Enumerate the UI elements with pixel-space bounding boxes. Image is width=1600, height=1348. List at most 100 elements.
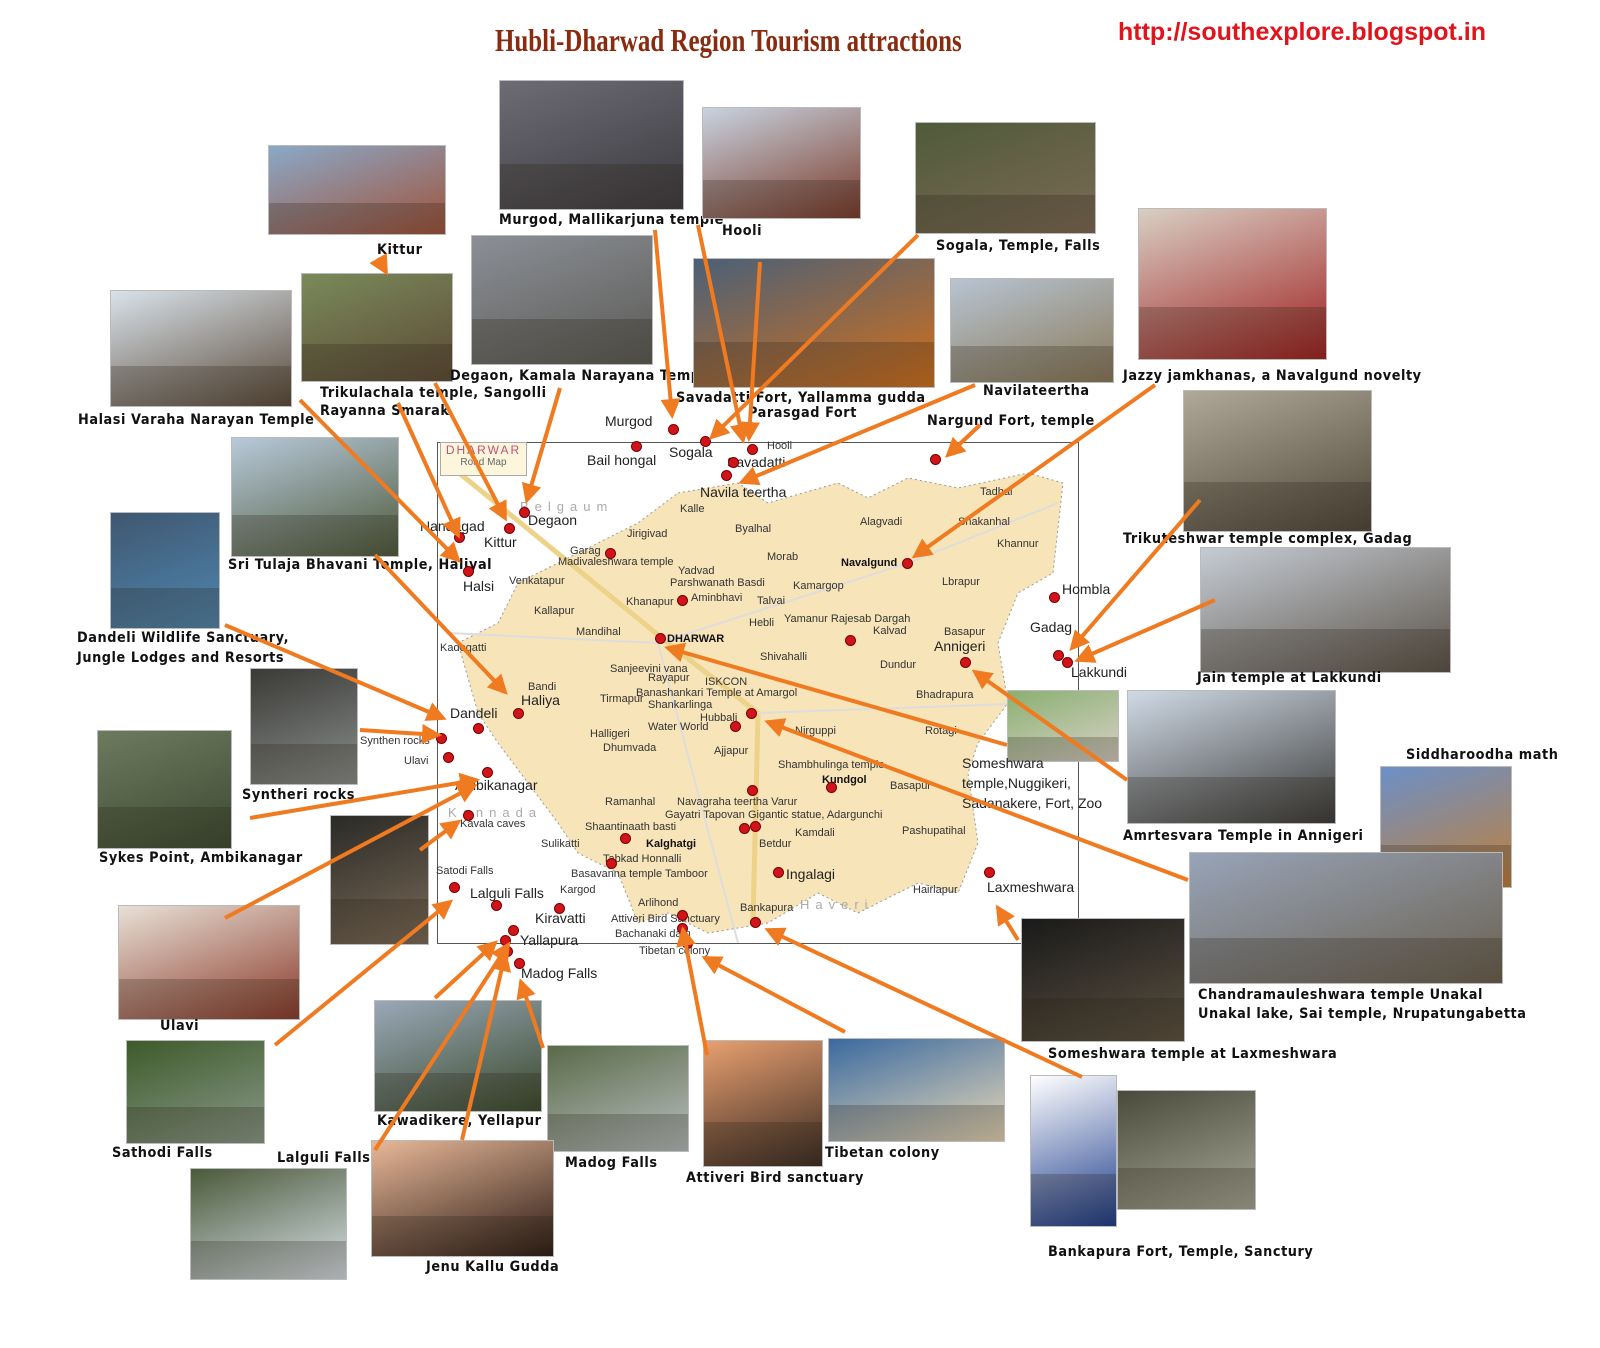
- map-location-marker[interactable]: [631, 441, 642, 452]
- map-place-label: Kalvad: [873, 625, 907, 637]
- map-place-label: Madivaleshwara temple: [558, 556, 674, 568]
- map-location-marker[interactable]: [773, 867, 784, 878]
- map-location-marker[interactable]: [1049, 592, 1060, 603]
- map-location-marker[interactable]: [1053, 650, 1064, 661]
- map-place-label: Hairlapur: [913, 884, 958, 896]
- map-location-marker[interactable]: [721, 470, 732, 481]
- attraction-caption: Siddharoodha math: [1406, 747, 1559, 763]
- map-location-marker[interactable]: [750, 821, 761, 832]
- map-location-marker[interactable]: [491, 900, 502, 911]
- map-place-label: Hebli: [749, 617, 775, 629]
- pointer-arrow: [224, 623, 447, 721]
- map-place-label: Pashupatihal: [902, 825, 966, 837]
- attraction-caption: Syntheri rocks: [242, 787, 355, 803]
- map-location-marker[interactable]: [930, 454, 941, 465]
- map-location-marker[interactable]: [463, 566, 474, 577]
- map-location-marker[interactable]: [443, 752, 454, 763]
- map-location-marker[interactable]: [513, 708, 524, 719]
- map-place-label: Ulavi: [404, 755, 429, 767]
- attraction-photo: [1189, 852, 1503, 984]
- attraction-photo: [301, 273, 453, 382]
- map-place-label: Dandeli: [450, 705, 498, 721]
- attraction-caption: Madog Falls: [565, 1155, 658, 1171]
- map-location-marker[interactable]: [747, 785, 758, 796]
- map-location-marker[interactable]: [750, 917, 761, 928]
- map-place-label: Yadvad: [678, 565, 715, 577]
- map-location-marker[interactable]: [902, 558, 913, 569]
- attraction-photo: [1183, 390, 1372, 532]
- attraction-caption: Someshwara temple at Laxmeshwara: [1048, 1046, 1338, 1062]
- attraction-caption-line2: Parasgad Fort: [748, 405, 857, 421]
- map-place-label: Sanjeevini vana: [610, 663, 688, 675]
- map-location-marker[interactable]: [519, 507, 530, 518]
- map-place-label: Gadag: [1030, 619, 1073, 635]
- map-location-marker[interactable]: [463, 810, 474, 821]
- attraction-photo: [371, 1140, 554, 1257]
- map-location-marker[interactable]: [449, 882, 460, 893]
- map-place-label: Betdur: [759, 838, 792, 850]
- attraction-photo: [190, 1168, 347, 1280]
- map-location-marker[interactable]: [728, 457, 739, 468]
- attraction-caption: Jazzy jamkhanas, a Navalgund novelty: [1123, 368, 1422, 384]
- map-location-marker[interactable]: [677, 595, 688, 606]
- map-legend-box: DHARWAR Road Map: [440, 442, 527, 476]
- map-location-marker[interactable]: [504, 523, 515, 534]
- map-location-marker[interactable]: [730, 721, 741, 732]
- map-place-label: Basapur: [944, 626, 985, 638]
- attraction-photo: [1200, 547, 1451, 673]
- attraction-photo: [110, 512, 220, 629]
- map-location-marker[interactable]: [668, 424, 679, 435]
- attraction-photo: [547, 1045, 689, 1152]
- map-location-marker[interactable]: [508, 925, 519, 936]
- map-location-marker[interactable]: [620, 833, 631, 844]
- map-location-marker[interactable]: [655, 633, 666, 644]
- attraction-caption: Savadatti Fort, Yallamma gudda: [676, 390, 926, 406]
- map-location-marker[interactable]: [605, 548, 616, 559]
- map-location-marker[interactable]: [606, 858, 617, 869]
- pointer-arrow: [1069, 498, 1202, 652]
- map-place-label: Banashankari Temple at Amargol: [636, 687, 798, 699]
- map-place-label: Tadhal: [980, 486, 1013, 498]
- attraction-caption: Tibetan colony: [825, 1145, 940, 1161]
- pointer-arrow: [418, 819, 462, 852]
- map-place-label: Bhadrapura: [916, 689, 974, 701]
- map-location-marker[interactable]: [554, 903, 565, 914]
- map-location-marker[interactable]: [747, 444, 758, 455]
- attraction-caption: Jenu Kallu Gudda: [426, 1259, 560, 1275]
- attraction-caption: Hooli: [722, 223, 763, 239]
- attraction-caption: Sogala, Temple, Falls: [936, 238, 1101, 254]
- map-place-label: Degaon: [528, 512, 578, 528]
- attraction-photo: [250, 668, 358, 785]
- pointer-arrow: [696, 224, 750, 444]
- map-location-marker[interactable]: [960, 657, 971, 668]
- map-location-marker[interactable]: [514, 958, 525, 969]
- map-place-label: Parshwanath Basdi: [670, 577, 765, 589]
- map-place-label: Tabkad Honnalli: [603, 853, 682, 865]
- pointer-arrow: [764, 927, 1083, 1079]
- pointer-arrow: [359, 723, 442, 744]
- blog-url-link[interactable]: http://southexplore.blogspot.in: [1118, 18, 1487, 46]
- attraction-photo: [1117, 1090, 1256, 1210]
- map-location-marker[interactable]: [482, 767, 493, 778]
- map-location-marker[interactable]: [826, 782, 837, 793]
- pointer-arrow: [676, 926, 709, 1056]
- map-location-marker[interactable]: [739, 823, 750, 834]
- map-place-label: Bankapura: [740, 902, 794, 914]
- attraction-caption-line2: Jungle Lodges and Resorts: [77, 650, 285, 666]
- map-location-marker[interactable]: [845, 635, 856, 646]
- map-place-label: Annigeri: [934, 638, 986, 654]
- pointer-arrow: [521, 387, 562, 504]
- attraction-photo: [268, 145, 446, 235]
- map-place-label: Hombla: [1062, 581, 1111, 597]
- map-place-label: Bandi: [528, 681, 557, 693]
- pointer-arrow: [945, 423, 982, 458]
- map-location-marker[interactable]: [700, 436, 711, 447]
- pointer-arrow: [740, 261, 762, 442]
- map-place-label: Lbrapur: [942, 576, 980, 588]
- pointer-arrow: [224, 784, 478, 920]
- map-location-marker[interactable]: [473, 723, 484, 734]
- map-location-marker[interactable]: [746, 708, 757, 719]
- map-location-marker[interactable]: [1062, 657, 1073, 668]
- map-location-marker[interactable]: [677, 910, 688, 921]
- map-location-marker[interactable]: [984, 867, 995, 878]
